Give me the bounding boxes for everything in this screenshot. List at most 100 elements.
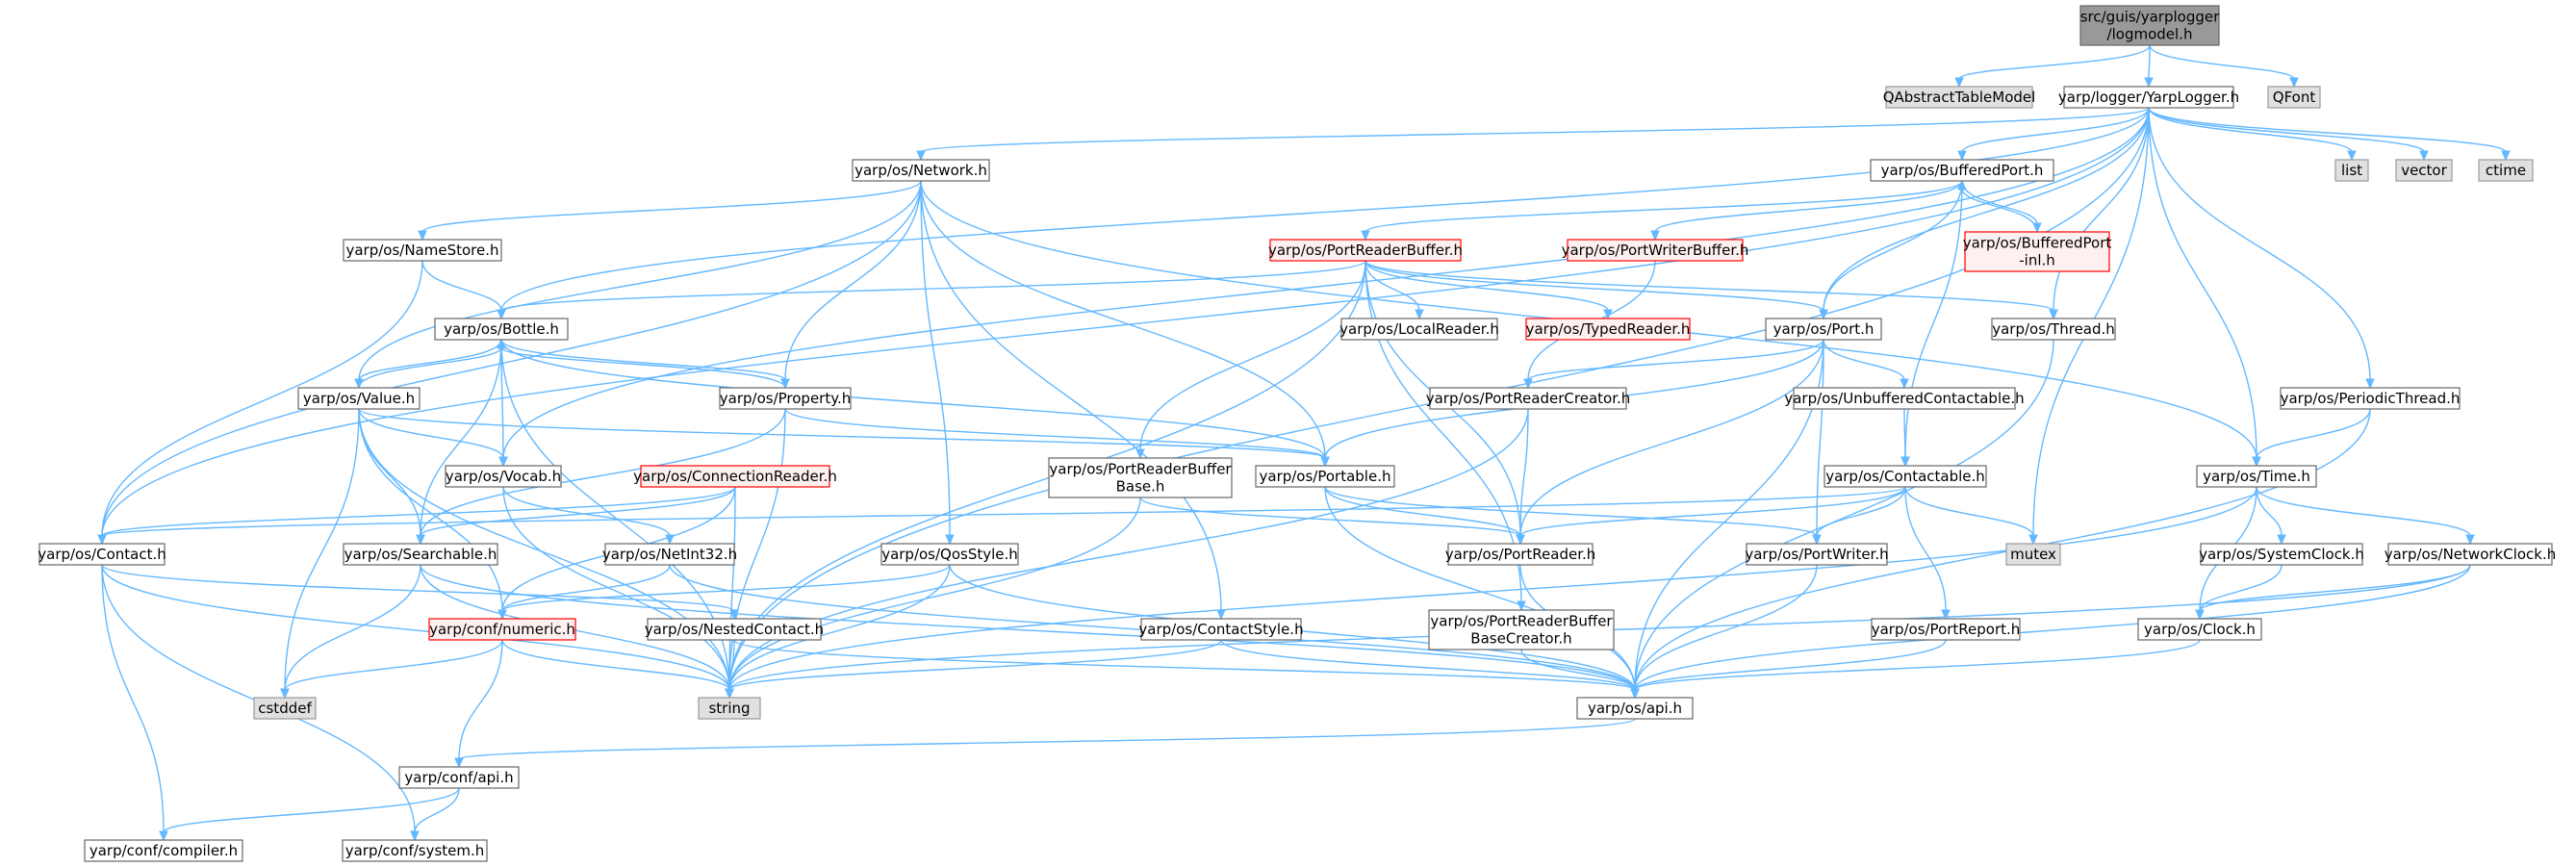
node-label: yarp/os/Bottle.h xyxy=(444,320,559,338)
graph-node-vocab[interactable]: yarp/os/Vocab.h xyxy=(445,465,562,488)
edge-contactable-contact xyxy=(97,486,1906,546)
edge-netint32-numeric xyxy=(497,564,671,621)
node-box xyxy=(343,543,498,566)
graph-node-qos[interactable]: yarp/os/QosStyle.h xyxy=(880,543,1019,566)
graph-node-netint32[interactable]: yarp/os/NetInt32.h xyxy=(602,543,737,566)
graph-node-system[interactable]: yarp/conf/system.h xyxy=(342,839,488,862)
node-box xyxy=(1871,618,2021,641)
graph-node-confapi[interactable]: yarp/conf/api.h xyxy=(398,766,520,789)
graph-node-osapi[interactable]: yarp/os/api.h xyxy=(1576,697,1694,720)
graph-node-bport[interactable]: yarp/os/BufferedPort.h xyxy=(1870,159,2054,182)
graph-node-ncontact[interactable]: yarp/os/NestedContact.h xyxy=(645,618,824,641)
graph-node-pwb[interactable]: yarp/os/PortWriterBuffer.h xyxy=(1562,239,1749,262)
graph-node-yl[interactable]: yarp/logger/YarpLogger.h xyxy=(2058,86,2239,109)
node-label: yarp/os/PeriodicThread.h xyxy=(2281,390,2461,407)
graph-node-preport[interactable]: yarp/os/PortReport.h xyxy=(1871,618,2021,641)
edge-prb-port xyxy=(1365,260,1828,320)
node-label: yarp/os/PortReaderBuffer xyxy=(1049,461,1232,478)
edge-prb-bottle xyxy=(497,260,1366,320)
edge-value-bottle xyxy=(358,338,506,389)
node-label: yarp/os/Time.h xyxy=(2203,468,2310,485)
node-box xyxy=(1870,159,2054,182)
graph-node-nstore[interactable]: yarp/os/NameStore.h xyxy=(343,239,502,262)
edge-clock-osapi xyxy=(1630,639,2201,700)
graph-node-searchable[interactable]: yarp/os/Searchable.h xyxy=(343,543,498,566)
node-box xyxy=(1447,543,1594,566)
graph-node-qatm: QAbstractTableModel xyxy=(1883,86,2036,109)
graph-node-net[interactable]: yarp/os/Network.h xyxy=(852,159,990,182)
graph-node-cstyle[interactable]: yarp/os/ContactStyle.h xyxy=(1138,618,1304,641)
edge-pthread-time xyxy=(2252,408,2371,468)
graph-node-compiler[interactable]: yarp/conf/compiler.h xyxy=(84,839,243,862)
node-box xyxy=(1765,318,1882,341)
node-label: QAbstractTableModel xyxy=(1883,89,2036,106)
graph-node-pwriter[interactable]: yarp/os/PortWriter.h xyxy=(1745,543,1889,566)
graph-node-connr[interactable]: yarp/os/ConnectionReader.h xyxy=(633,465,837,488)
node-label: yarp/conf/api.h xyxy=(404,769,513,786)
node-label: yarp/conf/compiler.h xyxy=(89,842,238,859)
edge-prb-prbb xyxy=(1135,260,1366,460)
edge-contactable-pwriter xyxy=(1812,486,1906,546)
graph-node-prc[interactable]: yarp/os/PortReaderCreator.h xyxy=(1426,387,1631,410)
node-box xyxy=(253,697,317,720)
edge-vocab-netint32 xyxy=(502,486,675,546)
node-label: QFont xyxy=(2273,89,2316,106)
graph-node-prop[interactable]: yarp/os/Property.h xyxy=(719,387,852,410)
graph-node-treader[interactable]: yarp/os/TypedReader.h xyxy=(1525,318,1691,341)
graph-node-uc[interactable]: yarp/os/UnbufferedContactable.h xyxy=(1784,387,2025,410)
graph-node-port[interactable]: yarp/os/Port.h xyxy=(1765,318,1882,341)
node-label: ctime xyxy=(2486,162,2526,179)
node-label: yarp/os/SystemClock.h xyxy=(2199,546,2364,563)
graph-node-nclock[interactable]: yarp/os/NetworkClock.h xyxy=(2385,543,2557,566)
node-label: /logmodel.h xyxy=(2107,26,2193,43)
edge-prb-lreader xyxy=(1365,260,1424,320)
graph-node-portable[interactable]: yarp/os/Portable.h xyxy=(1255,465,1395,488)
edge-time-nclock xyxy=(2256,486,2475,546)
edge-bpinl-bport xyxy=(1957,179,2038,233)
node-box xyxy=(1255,465,1395,488)
node-box xyxy=(2387,543,2553,566)
graph-node-pthread[interactable]: yarp/os/PeriodicThread.h xyxy=(2280,387,2461,410)
edge-yl-ctime xyxy=(2148,107,2511,162)
graph-node-time[interactable]: yarp/os/Time.h xyxy=(2196,465,2317,488)
node-box xyxy=(2063,86,2234,109)
edge-osapi-confapi xyxy=(454,718,1636,769)
edge-bport-contactable xyxy=(1900,180,1963,468)
graph-node-sclock[interactable]: yarp/os/SystemClock.h xyxy=(2199,543,2364,566)
graph-node-cstddef: cstddef xyxy=(253,697,317,720)
graph-node-contactable[interactable]: yarp/os/Contactable.h xyxy=(1824,465,1987,488)
node-label: yarp/conf/numeric.h xyxy=(429,621,575,638)
edge-contact-compiler xyxy=(101,564,168,842)
graph-node-numeric[interactable]: yarp/conf/numeric.h xyxy=(428,618,576,641)
node-box xyxy=(2196,465,2317,488)
node-box xyxy=(1576,697,1694,720)
graph-node-thread[interactable]: yarp/os/Thread.h xyxy=(1991,318,2116,341)
node-box xyxy=(880,543,1019,566)
edge-nclock-osapi xyxy=(1630,564,2471,700)
graph-node-bottle[interactable]: yarp/os/Bottle.h xyxy=(434,318,569,341)
graph-node-bpinl[interactable]: yarp/os/BufferedPort-inl.h xyxy=(1963,231,2112,272)
graph-node-value[interactable]: yarp/os/Value.h xyxy=(297,387,421,410)
graph-node-contact[interactable]: yarp/os/Contact.h xyxy=(38,543,166,566)
node-box xyxy=(84,839,243,862)
node-box xyxy=(647,618,822,641)
node-box xyxy=(38,543,166,566)
edge-root-qatm xyxy=(1954,44,2151,89)
graph-node-clock[interactable]: yarp/os/Clock.h xyxy=(2137,618,2262,641)
node-label: yarp/os/Searchable.h xyxy=(344,546,497,563)
node-label: yarp/os/Thread.h xyxy=(1992,320,2115,338)
node-label: yarp/os/PortWriter.h xyxy=(1745,546,1888,563)
graph-node-qfont: QFont xyxy=(2267,86,2321,109)
edge-value-vocab xyxy=(358,408,508,468)
node-label: src/guis/yarplogger xyxy=(2080,9,2220,26)
edge-yl-bport xyxy=(1957,107,2150,162)
graph-node-prb[interactable]: yarp/os/PortReaderBuffer.h xyxy=(1268,239,1463,262)
edge-port-prc xyxy=(1523,339,1824,390)
edge-port-preader xyxy=(1516,339,1824,546)
graph-node-preader[interactable]: yarp/os/PortReader.h xyxy=(1445,543,1596,566)
graph-node-lreader[interactable]: yarp/os/LocalReader.h xyxy=(1339,318,1499,341)
edge-root-yl xyxy=(2144,44,2154,89)
